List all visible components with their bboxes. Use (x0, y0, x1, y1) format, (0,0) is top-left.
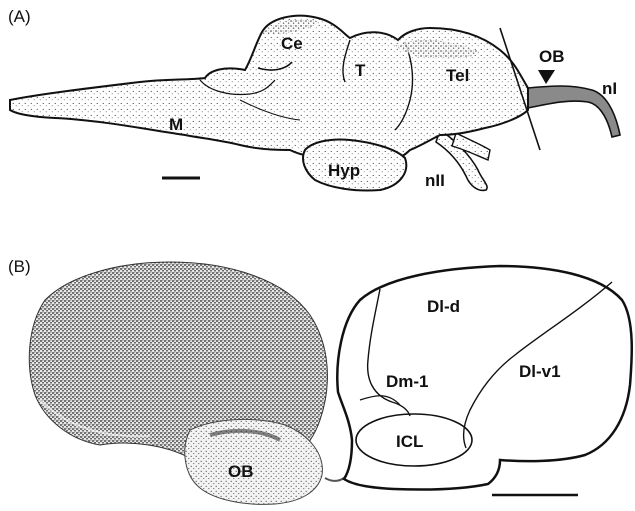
panel-a-tag: (A) (8, 7, 31, 26)
label-hyp: Hyp (328, 161, 360, 180)
panel-b: (B) Dl-d Dm-1 Dl-v1 ICL OB (8, 257, 632, 504)
label-nii: nII (425, 171, 445, 190)
panel-a: (A) Ce T Tel OB nI M Hyp nII (8, 7, 620, 191)
label-dm-1: Dm-1 (386, 372, 429, 391)
ob-arrowhead (538, 70, 555, 84)
label-m: M (169, 115, 183, 134)
panel-b-tag: (B) (8, 257, 31, 276)
schematic-outline (337, 266, 631, 489)
label-dl-v1: Dl-v1 (519, 362, 561, 381)
label-tel: Tel (446, 66, 469, 85)
label-ob-b: OB (228, 462, 254, 481)
label-dl-d: Dl-d (427, 297, 460, 316)
label-ni: nI (602, 79, 617, 98)
label-ob-a: OB (539, 47, 565, 66)
label-icl: ICL (396, 432, 423, 451)
histology-tract (325, 478, 344, 481)
label-t: T (355, 61, 366, 80)
label-ce: Ce (281, 34, 303, 53)
